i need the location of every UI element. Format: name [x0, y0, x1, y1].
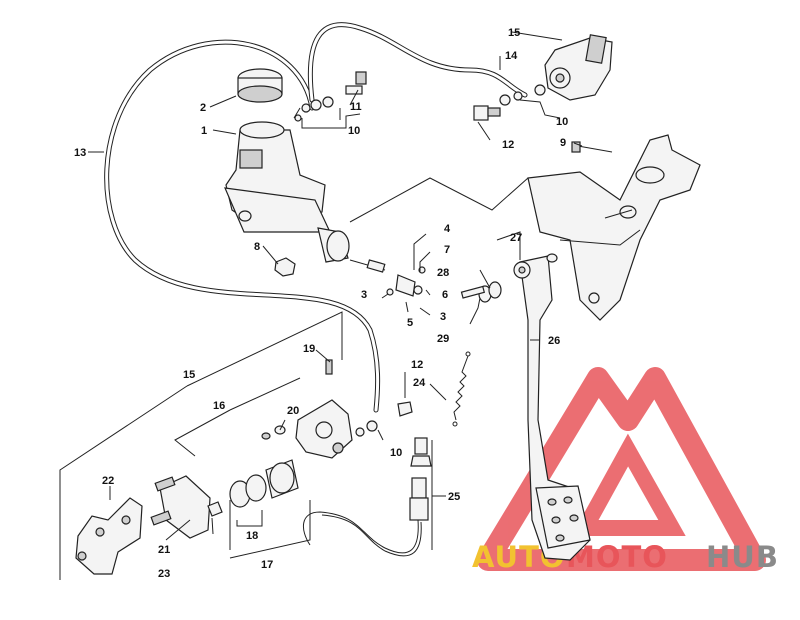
callout-21: 21	[158, 544, 170, 556]
callout-5: 5	[407, 317, 413, 329]
callout-9: 9	[560, 137, 566, 149]
callout-18: 18	[246, 530, 258, 542]
callout-4: 4	[444, 223, 451, 235]
callout-14: 14	[505, 50, 518, 62]
callout-23: 23	[158, 568, 170, 580]
clevis-assembly	[386, 266, 502, 303]
leader-lines	[59, 31, 583, 580]
callout-11: 11	[350, 101, 362, 113]
callout-8: 8	[254, 241, 260, 253]
callout-6: 6	[442, 289, 448, 301]
callout-12-upper: 12	[502, 139, 514, 151]
bolt-12-upper	[473, 91, 523, 121]
sensor-wire-25	[302, 511, 422, 557]
hose-14	[307, 22, 528, 103]
callout-20: 20	[287, 405, 299, 417]
callout-12-lower: 12	[411, 359, 423, 371]
remote-slave-cylinder	[534, 34, 613, 101]
clutch-switch	[409, 437, 432, 521]
callout-28: 28	[437, 267, 449, 279]
bolt-8	[274, 257, 296, 277]
callout-29: 29	[437, 333, 449, 345]
watermark-hub: HUB	[706, 540, 779, 574]
watermark-text: AUTO MOTO HUB	[472, 540, 779, 574]
callout-7: 7	[444, 244, 450, 256]
callout-10-top: 10	[348, 125, 360, 137]
callout-13: 13	[74, 147, 86, 159]
callout-26: 26	[548, 335, 560, 347]
callout-19: 19	[303, 343, 315, 355]
callout-17: 17	[261, 559, 273, 571]
hose-13	[104, 39, 381, 413]
callout-25: 25	[448, 491, 460, 503]
return-spring	[452, 351, 471, 427]
banjo-bolt-11	[294, 71, 367, 122]
pushrod	[349, 259, 386, 273]
callout-10-right: 10	[556, 116, 568, 128]
clutch-pedal	[513, 253, 591, 561]
callout-3-left: 3	[361, 289, 367, 301]
callout-2: 2	[200, 102, 206, 114]
callout-1: 1	[201, 125, 207, 137]
slave-cylinder-lower	[295, 359, 413, 459]
mount-plate-22	[75, 497, 143, 575]
callout-3-right: 3	[440, 311, 446, 323]
callout-27: 27	[510, 232, 522, 244]
callout-10-lower: 10	[390, 447, 402, 459]
pivot-bolt-9	[571, 141, 637, 219]
callout-labels: 1 2 3 3 4 5 6 7 8 9 10 10 10 11 12 12 13…	[74, 27, 568, 580]
callout-22: 22	[102, 475, 114, 487]
watermark-logo	[477, 367, 766, 571]
callout-24: 24	[413, 377, 426, 389]
callout-15-top: 15	[508, 27, 520, 39]
pedal-bracket	[527, 134, 701, 321]
callout-16: 16	[213, 400, 225, 412]
master-cylinder	[224, 121, 350, 263]
callout-15-left: 15	[183, 369, 195, 381]
reservoir-cap	[237, 68, 283, 103]
piston-seals	[229, 425, 299, 508]
mount-bracket	[150, 475, 223, 539]
